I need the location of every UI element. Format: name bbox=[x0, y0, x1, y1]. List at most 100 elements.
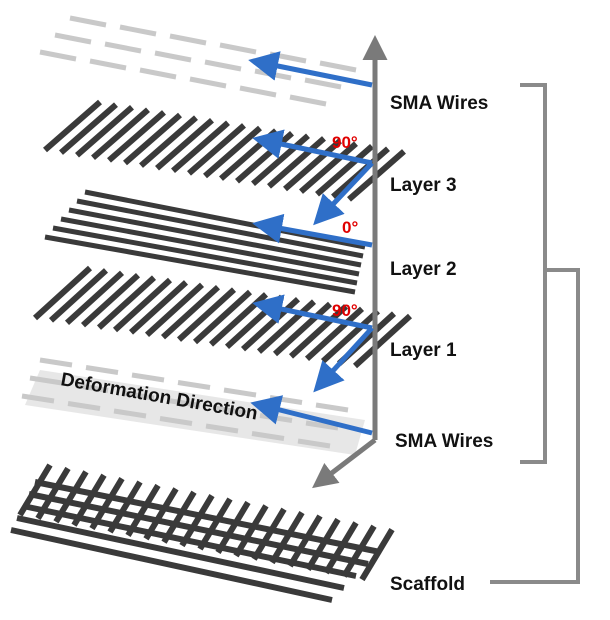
arrow-layer2-x bbox=[252, 213, 373, 248]
scaffold-crossbar bbox=[359, 528, 395, 582]
layer-3-bar bbox=[59, 102, 118, 155]
sma-wire-dash bbox=[297, 438, 331, 449]
scaffold-grid bbox=[10, 463, 395, 603]
label-layer-3: Layer 3 bbox=[390, 175, 457, 196]
sma-wire-dash bbox=[159, 416, 193, 426]
sma-wire-dash bbox=[189, 76, 227, 89]
layer-3-bar bbox=[75, 104, 134, 158]
label-sma-wires-top: SMA Wires bbox=[390, 93, 488, 114]
scaffold-crossbar bbox=[89, 477, 125, 531]
sma-wire-dash bbox=[219, 42, 257, 55]
arrow-layer3-x bbox=[252, 129, 373, 166]
sma-wire-dash bbox=[239, 85, 277, 98]
layer-1-bar bbox=[176, 287, 237, 342]
sma-wire-dash bbox=[213, 405, 247, 416]
layer-2-bar bbox=[84, 189, 366, 250]
label-layer-2: Layer 2 bbox=[390, 259, 457, 280]
scaffold-crossbar bbox=[251, 507, 287, 561]
layer-1-bar bbox=[112, 277, 173, 333]
sma-wire-dash bbox=[75, 383, 109, 393]
sma-wire-dash bbox=[305, 420, 339, 431]
layer-3-bar bbox=[107, 110, 166, 163]
layer-1-bar bbox=[96, 275, 157, 330]
layer-3-bar bbox=[267, 136, 326, 189]
layer-1-bar bbox=[144, 282, 205, 338]
scaffold-crossbar bbox=[53, 470, 89, 524]
layer-1-bar bbox=[80, 272, 141, 328]
label-scaffold: Scaffold bbox=[390, 574, 465, 595]
sma-wire-dash bbox=[104, 41, 142, 54]
layer-3-bar bbox=[187, 123, 246, 176]
sma-wire-dash bbox=[319, 60, 357, 73]
layer-3-bar bbox=[139, 115, 198, 168]
scaffold-crossbar bbox=[35, 466, 71, 520]
sma-wire-dash bbox=[223, 387, 257, 398]
layer-3-bar bbox=[43, 99, 102, 153]
sma-wire-dash bbox=[69, 15, 107, 28]
scaffold-crossbar bbox=[179, 494, 215, 548]
label-sma-wires-bottom: SMA Wires bbox=[395, 431, 493, 452]
sma-wire-dash bbox=[269, 51, 307, 64]
sma-wires-top-dashes bbox=[39, 15, 357, 107]
sma-wire-dash bbox=[39, 357, 73, 368]
arrow-sma-bottom bbox=[250, 395, 373, 436]
scaffold-crossbar bbox=[305, 517, 341, 571]
sma-wire-dash bbox=[119, 24, 157, 37]
layer-1-bar bbox=[288, 304, 349, 359]
layer-2-bar bbox=[68, 207, 362, 268]
scaffold-crossbar bbox=[17, 463, 53, 517]
scaffold-crossbar bbox=[287, 514, 323, 568]
scaffold-crossbar bbox=[107, 480, 143, 534]
layer-bracket bbox=[490, 83, 580, 584]
layer-1-bar bbox=[256, 299, 317, 354]
angle-layer3: 90° bbox=[332, 133, 358, 152]
layer-3-bar bbox=[299, 141, 358, 194]
sma-wire-dash bbox=[39, 49, 77, 62]
sma-wire-dash bbox=[54, 32, 92, 45]
scaffold-crossbar bbox=[215, 500, 251, 554]
scaffold-crossbar bbox=[71, 473, 107, 527]
sma-wire-dash bbox=[304, 77, 342, 90]
scaffold-crossbar bbox=[197, 497, 233, 551]
scaffold-rail bbox=[10, 527, 333, 603]
layer-1-bar bbox=[128, 280, 189, 335]
sma-wire-dash bbox=[205, 423, 239, 434]
layer-3-bar bbox=[251, 133, 310, 187]
arrow-layer1-x bbox=[252, 294, 373, 331]
layer-3-bar bbox=[155, 117, 214, 171]
direction-arrows bbox=[248, 51, 374, 436]
layer-3-bar bbox=[91, 107, 150, 161]
scaffold-rail bbox=[16, 515, 345, 591]
scaffold-crossbar bbox=[143, 487, 179, 541]
angle-layer2: 0° bbox=[342, 218, 358, 237]
sma-wire-dash bbox=[89, 58, 127, 71]
arrow-layer3-diag bbox=[313, 161, 374, 226]
sma-wire-dash bbox=[251, 431, 285, 441]
sma-wire-dash bbox=[85, 365, 119, 375]
layer-1-bar bbox=[320, 308, 381, 364]
layer-1-bar bbox=[160, 284, 221, 340]
angle-layer1: 90° bbox=[332, 301, 358, 320]
scaffold-crossbar bbox=[269, 511, 305, 565]
layer-2-bar bbox=[76, 198, 364, 259]
layer-1-bar bbox=[352, 313, 413, 369]
scaffold-crossbar bbox=[341, 524, 377, 578]
sma-wire-dash bbox=[113, 408, 147, 419]
sma-wire-dash bbox=[204, 59, 242, 72]
scaffold-crossbar bbox=[233, 504, 269, 558]
sma-wire-dash bbox=[315, 402, 349, 413]
layer-2-bar bbox=[60, 216, 360, 277]
layer-3-bar bbox=[203, 125, 262, 179]
layer-3-bar bbox=[315, 143, 374, 197]
scaffold-crossbar bbox=[161, 490, 197, 544]
sma-wire-dash bbox=[154, 50, 192, 63]
sma-wire-dash bbox=[67, 401, 101, 411]
sma-wire-dash bbox=[254, 68, 292, 81]
scaffold-crossbar bbox=[323, 521, 359, 575]
sma-wire-dash bbox=[177, 380, 211, 390]
layer-3-bar bbox=[283, 138, 342, 192]
sma-wire-dash bbox=[29, 375, 63, 386]
sma-wire-dash bbox=[21, 393, 55, 404]
sma-wire-dash bbox=[269, 395, 303, 405]
